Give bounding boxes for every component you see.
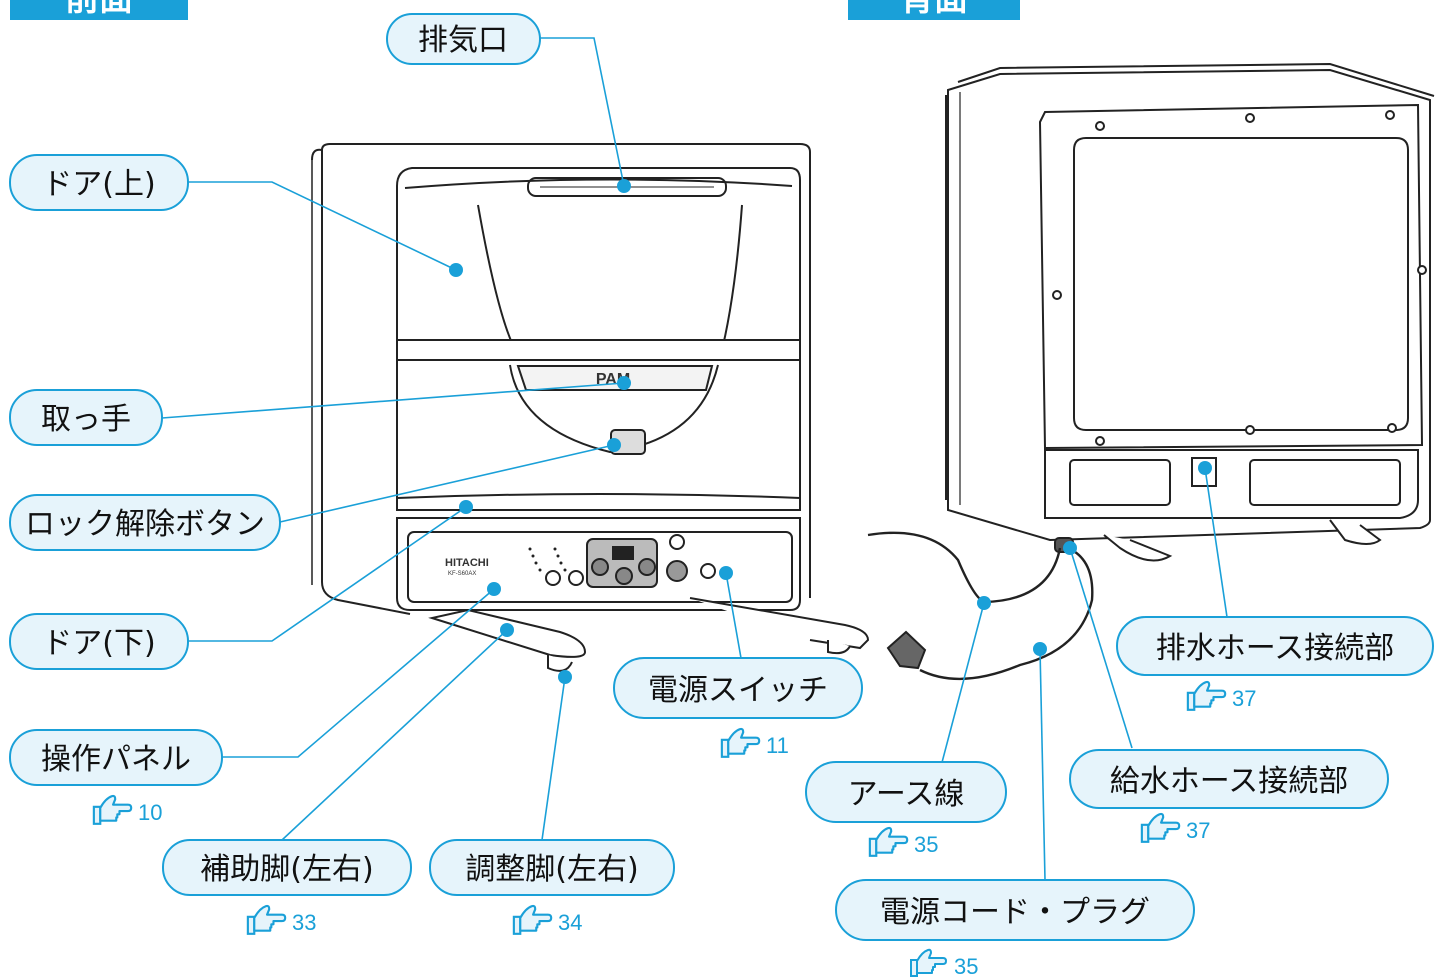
svg-text:10: 10	[138, 800, 162, 825]
dot-ground-wire	[977, 596, 991, 610]
label-control-panel: 操作パネル	[9, 729, 223, 786]
svg-text:37: 37	[1232, 686, 1256, 711]
svg-text:11: 11	[766, 733, 789, 758]
ref-support-legs: 33	[246, 904, 316, 935]
svg-text:35: 35	[954, 954, 978, 979]
svg-text:アース線: アース線	[848, 777, 965, 812]
ref-adjust-legs: 34	[512, 904, 582, 935]
label-power-switch: 電源スイッチ	[613, 657, 863, 719]
label-exhaust: 排気口	[386, 13, 541, 65]
dot-power-switch	[719, 566, 733, 580]
ref-power-cord: 35	[909, 948, 978, 979]
svg-text:前面: 前面	[65, 0, 133, 19]
ref-power-switch: 11	[720, 727, 789, 758]
dot-handle	[617, 376, 631, 390]
label-handle: 取っ手	[9, 389, 163, 446]
label-door-lower: ドア(下)	[9, 613, 189, 670]
svg-text:背面: 背面	[900, 0, 968, 19]
pointing-hand-icon	[246, 904, 287, 935]
svg-text:KF-S60AX: KF-S60AX	[448, 571, 476, 577]
label-power-cord: 電源コード・プラグ	[835, 879, 1195, 941]
svg-text:排水ホース接続部: 排水ホース接続部	[1156, 631, 1395, 666]
dot-door-upper	[449, 263, 463, 277]
pointing-hand-icon	[720, 727, 761, 758]
front-dishwasher-illustration: PAM HITACHI KF-S60AX	[311, 143, 870, 672]
dot-support-legs	[500, 623, 514, 637]
pointing-hand-icon	[868, 826, 909, 857]
ref-control-panel: 10	[92, 794, 162, 825]
label-lock-release: ロック解除ボタン	[9, 494, 281, 551]
dot-supply-hose	[1063, 541, 1077, 555]
dot-control-panel	[487, 582, 501, 596]
label-door-upper: ドア(上)	[9, 154, 189, 211]
label-drain-hose: 排水ホース接続部	[1116, 616, 1434, 676]
back-dishwasher-illustration	[867, 62, 1435, 681]
svg-text:ドア(上): ドア(上)	[42, 167, 155, 202]
label-adjust-legs: 調整脚(左右)	[429, 839, 675, 896]
svg-text:給水ホース接続部: 給水ホース接続部	[1110, 764, 1349, 799]
dot-door-lower	[459, 500, 473, 514]
svg-text:電源コード・プラグ: 電源コード・プラグ	[880, 895, 1150, 930]
svg-text:電源スイッチ: 電源スイッチ	[648, 673, 828, 708]
front-header: 前面	[10, 0, 188, 20]
label-support-legs: 補助脚(左右)	[162, 839, 412, 896]
leader-lines	[161, 37, 1228, 881]
svg-text:34: 34	[558, 910, 582, 935]
anchor-dots	[449, 179, 1212, 684]
pointing-hand-icon	[909, 948, 948, 978]
svg-text:排気口: 排気口	[418, 23, 508, 58]
dot-adjust-legs	[558, 670, 572, 684]
svg-text:取っ手: 取っ手	[41, 402, 131, 437]
svg-text:操作パネル: 操作パネル	[41, 742, 191, 777]
pointing-hand-icon	[1140, 812, 1181, 843]
svg-text:調整脚(左右): 調整脚(左右)	[465, 852, 638, 887]
ref-ground-wire: 35	[868, 826, 938, 857]
back-header: 背面	[848, 0, 1020, 20]
ref-supply-hose: 37	[1140, 812, 1210, 843]
svg-text:ロック解除ボタン: ロック解除ボタン	[25, 507, 265, 542]
pointing-hand-icon	[1186, 680, 1227, 711]
dot-lock-release	[607, 438, 621, 452]
dot-drain-hose	[1198, 461, 1212, 475]
svg-text:ドア(下): ドア(下)	[42, 626, 155, 661]
dot-power-cord	[1033, 642, 1047, 656]
pointing-hand-icon	[512, 904, 553, 935]
svg-text:37: 37	[1186, 818, 1210, 843]
svg-text:HITACHI: HITACHI	[445, 557, 489, 569]
pointing-hand-icon	[92, 794, 133, 825]
dot-exhaust	[617, 179, 631, 193]
svg-text:33: 33	[292, 910, 316, 935]
label-ground-wire: アース線	[805, 761, 1007, 823]
svg-text:補助脚(左右): 補助脚(左右)	[200, 852, 373, 887]
ref-drain-hose: 37	[1186, 680, 1256, 711]
label-supply-hose: 給水ホース接続部	[1069, 749, 1389, 809]
svg-text:35: 35	[914, 832, 938, 857]
